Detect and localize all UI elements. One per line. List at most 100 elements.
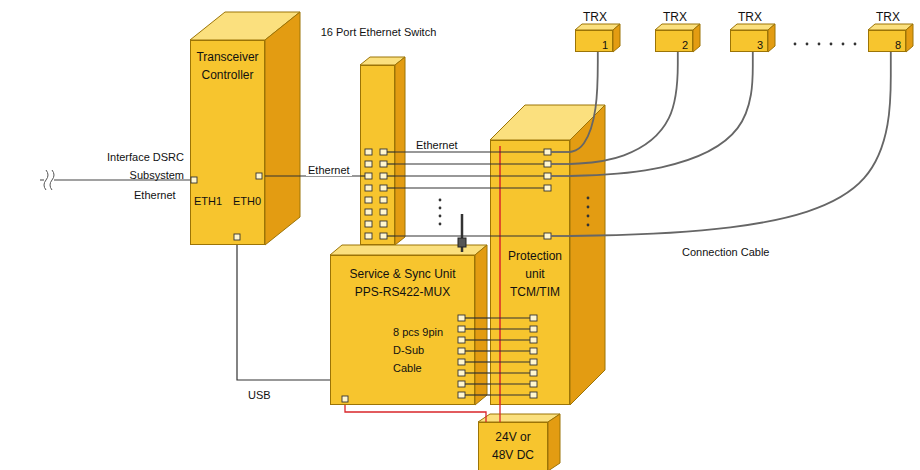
connector-cable	[395, 151, 490, 152]
port-socket	[380, 149, 387, 155]
internal-wire	[490, 361, 530, 362]
port-socket	[458, 370, 465, 376]
text-holder: TRX	[859, 7, 917, 25]
connector-cable	[237, 245, 330, 380]
connectors	[237, 52, 891, 422]
interface-label: Ethernet	[134, 189, 176, 201]
internal-wire	[465, 372, 475, 373]
internal-wire	[465, 317, 475, 318]
callout-number: 8	[895, 39, 901, 51]
internal-wire	[490, 175, 544, 176]
trx-box: TRX3	[730, 30, 768, 52]
connector-cable	[345, 405, 486, 422]
trx-cable-start	[551, 163, 570, 165]
box-side-face	[265, 12, 300, 245]
box-side-face	[693, 24, 700, 52]
internal-wire	[387, 163, 395, 164]
trx-cable-start	[551, 175, 570, 177]
port-socket	[365, 221, 372, 227]
internal-wire	[490, 394, 530, 395]
power-supply-box: 24V or 48V DC	[478, 422, 548, 470]
dsub-cable	[475, 394, 490, 395]
continuation-dot	[806, 43, 809, 46]
internal-wire	[490, 187, 544, 188]
port-socket	[544, 161, 551, 167]
internal-wire	[490, 372, 530, 373]
port-socket	[365, 161, 372, 167]
text-holder: Protection unit TCM/TIM	[503, 246, 567, 300]
connector-cable	[499, 405, 500, 422]
label-holder: USB	[246, 385, 273, 403]
unit-title: TRX	[663, 10, 687, 24]
internal-wire	[387, 187, 395, 188]
line-break-mark	[44, 170, 48, 190]
internal-wire	[490, 163, 544, 164]
label-holder: Ethernet	[414, 135, 460, 153]
trx-box: TRX8	[868, 30, 906, 52]
text-holder: TRX	[721, 7, 779, 25]
connector-cable	[475, 317, 490, 318]
internal-wire	[387, 151, 395, 152]
port-socket	[530, 359, 537, 365]
internal-wire	[490, 317, 530, 318]
callout-number: 3	[757, 39, 763, 51]
ethernet-cable	[395, 187, 490, 188]
continuation-dot	[587, 215, 590, 218]
port-socket	[458, 337, 465, 343]
port-socket	[380, 173, 387, 179]
text-holder: TRX	[566, 7, 624, 25]
port-socket	[365, 149, 372, 155]
internal-wire	[465, 350, 475, 351]
label-holder: 8 pcs 9pin D-Sub Cable	[393, 322, 453, 376]
text-holder: 24V or 48V DC	[479, 423, 547, 467]
box-side-face	[475, 245, 487, 405]
trx-cable-start	[551, 151, 570, 153]
continuation-dot	[854, 43, 857, 46]
port-socket	[365, 173, 372, 179]
cable-label: Ethernet	[414, 139, 460, 151]
dsub-cable	[475, 361, 490, 362]
port-socket	[380, 161, 387, 167]
continuation-dot	[842, 43, 845, 46]
port-socket	[530, 348, 537, 354]
unit-title: TRX	[583, 10, 607, 24]
port-socket	[458, 348, 465, 354]
text-holder: Service & Sync Unit PPS-RS422-MUX	[331, 256, 474, 308]
port-socket	[458, 315, 465, 321]
text-holder: 3	[757, 35, 763, 53]
port-socket	[458, 359, 465, 365]
port-socket	[544, 173, 551, 179]
text-holder: 2	[682, 35, 688, 53]
continuation-dot	[587, 224, 590, 227]
power-bus	[499, 146, 501, 405]
port-socket	[530, 315, 537, 321]
port-socket	[234, 234, 240, 240]
connector-cable	[570, 52, 891, 236]
connector-cable	[570, 52, 678, 164]
text-holder: TRX	[646, 7, 704, 25]
box-title: Transceiver Controller	[196, 50, 258, 82]
cable-label: Ethernet	[306, 164, 352, 176]
port-socket	[365, 233, 372, 239]
label-holder: Interface DSRC Subsystem	[86, 147, 184, 183]
internal-wire	[490, 383, 530, 384]
line-break-mark	[50, 170, 54, 190]
internal-wire	[465, 394, 475, 395]
port-name: ETH1	[194, 195, 222, 207]
port-socket	[380, 197, 387, 203]
box-faces	[190, 12, 913, 470]
box-title: 24V or 48V DC	[492, 430, 534, 462]
label-holder: Ethernet	[134, 185, 176, 203]
port-socket	[530, 370, 537, 376]
internal-wire	[465, 361, 475, 362]
dsub-cable	[475, 350, 490, 351]
port-socket	[458, 392, 465, 398]
antenna-base	[458, 238, 466, 247]
box-title: Service & Sync Unit PPS-RS422-MUX	[349, 267, 455, 299]
port-socket	[544, 233, 551, 239]
internal-wire	[465, 339, 475, 340]
port-socket	[380, 221, 387, 227]
internal-wire	[387, 175, 395, 176]
